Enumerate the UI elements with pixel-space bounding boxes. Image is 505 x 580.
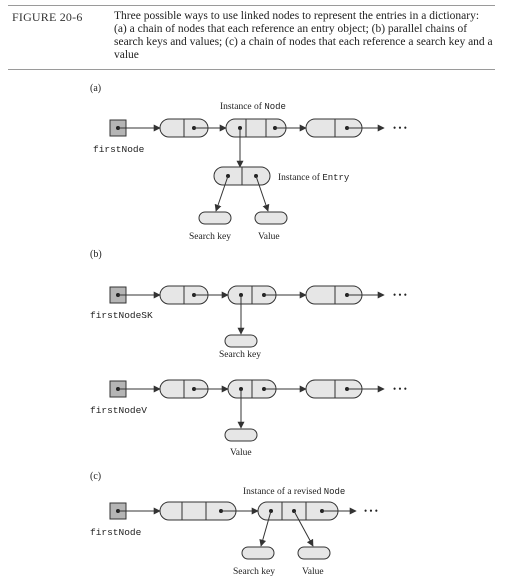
top-rule <box>8 5 495 6</box>
search-key-label: Search key <box>233 567 275 577</box>
first-node-label: firstNode <box>90 527 142 538</box>
value-label: Value <box>258 232 280 242</box>
value-arrow <box>293 510 314 547</box>
value-object <box>254 211 288 225</box>
figure-label: FIGURE 20-6 <box>12 10 83 24</box>
continuation-ellipsis: • • • <box>393 290 407 300</box>
value-object <box>224 428 258 442</box>
first-node-v-label: firstNodeV <box>90 405 147 416</box>
search-key-label: Search key <box>219 350 261 360</box>
value-label: Value <box>230 448 252 458</box>
value-object <box>297 546 331 560</box>
panel-c-node-instance-label: Instance of a revised Node <box>243 486 345 497</box>
continuation-ellipsis: • • • <box>393 123 407 133</box>
key-arrow <box>214 175 229 212</box>
node <box>225 118 287 138</box>
entry-object <box>213 166 271 186</box>
panel-a-tag: (a) <box>90 83 101 94</box>
node <box>227 285 277 305</box>
key-arrow <box>259 510 272 547</box>
panel-b-tag: (b) <box>90 249 102 260</box>
first-node-sk-label: firstNodeSK <box>90 310 153 321</box>
node <box>305 379 363 399</box>
search-key-object <box>198 211 232 225</box>
entry-instance-label: Instance of Entry <box>278 172 350 183</box>
value-arrow <box>255 175 270 212</box>
search-key-label: Search key <box>189 232 231 242</box>
figure-caption: Three possible ways to use linked nodes … <box>114 10 493 61</box>
panel-c-tag: (c) <box>90 471 101 482</box>
panel-a-node-instance-label: Instance of Node <box>220 101 286 112</box>
search-key-object <box>241 546 275 560</box>
continuation-ellipsis: • • • <box>364 506 378 516</box>
value-label: Value <box>302 567 324 577</box>
bottom-rule <box>8 69 495 70</box>
continuation-ellipsis: • • • <box>393 384 407 394</box>
search-key-object <box>224 334 258 348</box>
first-node-label: firstNode <box>93 144 145 155</box>
